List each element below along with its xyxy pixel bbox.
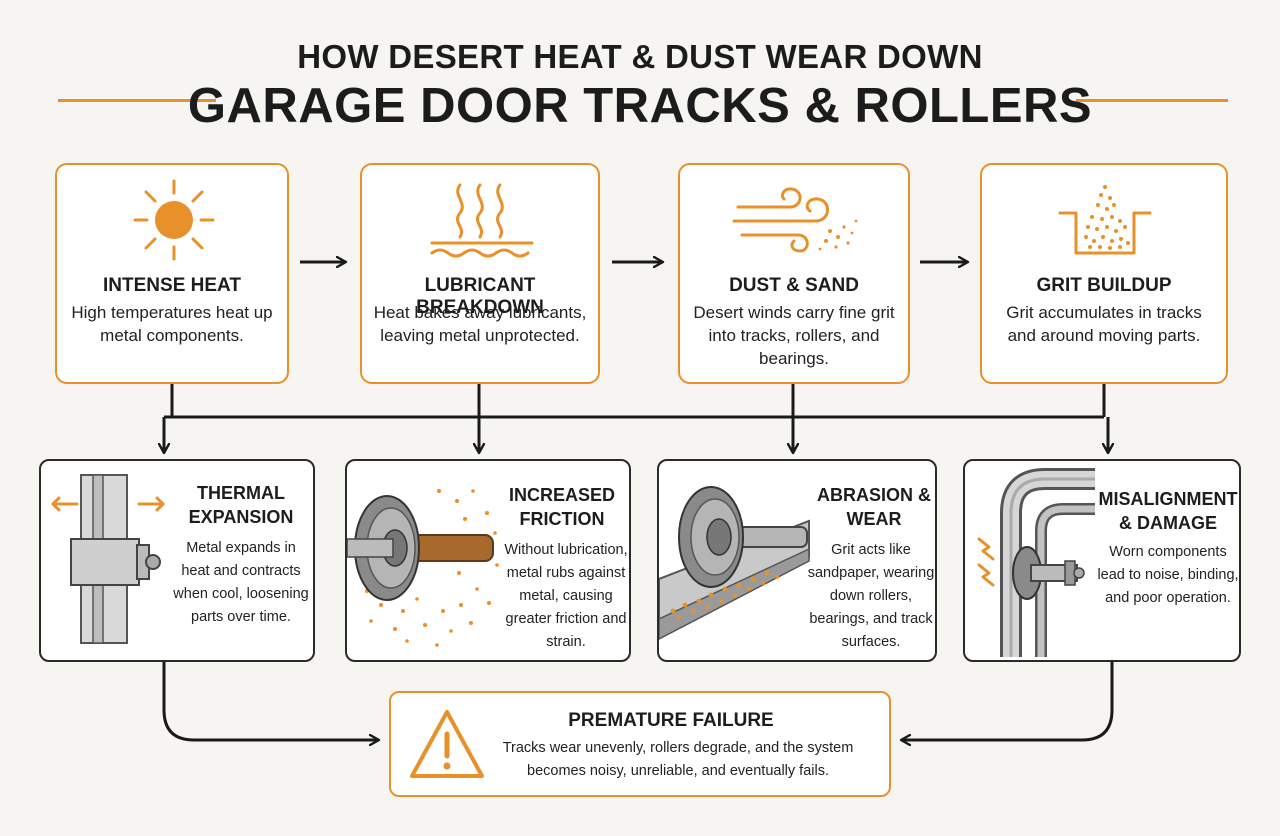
effect-card-increased-friction: INCREASED FRICTION Without lubrication, …: [345, 459, 631, 662]
heat-waves-icon: [430, 183, 534, 258]
cause-card-intense-heat: INTENSE HEAT High temperatures heat up m…: [55, 163, 289, 384]
cause-title: DUST & SAND: [729, 275, 859, 296]
main-title: GARAGE DOOR TRACKS & ROLLERS: [187, 79, 1093, 133]
result-card-premature-failure: PREMATURE FAILURE Tracks wear unevenly, …: [389, 691, 891, 797]
bent-track-illustration: [977, 468, 1095, 657]
warning-icon: [410, 710, 484, 778]
effect-card-abrasion-wear: ABRASION & WEAR Grit acts like sandpaper…: [657, 459, 937, 662]
cause-desc: Desert winds carry fine grit into tracks…: [693, 303, 895, 368]
title-rule-right: [1076, 99, 1228, 102]
effect-title: ABRASION & WEAR: [816, 485, 931, 529]
effect-desc: Metal expands in heat and contracts when…: [173, 540, 309, 625]
effect-card-thermal-expansion: THERMAL EXPANSION Metal expands in heat …: [39, 459, 315, 662]
effect-desc: Grit acts like sandpaper, wearing down r…: [807, 542, 935, 650]
result-title: PREMATURE FAILURE: [568, 710, 774, 731]
effect-title: MISALIGNMENT & DAMAGE: [1098, 489, 1238, 533]
effect-title: THERMAL EXPANSION: [188, 483, 294, 527]
cause-desc: High temperatures heat up metal componen…: [71, 303, 273, 345]
cause-title: INTENSE HEAT: [103, 275, 241, 296]
cause-title: GRIT BUILDUP: [1036, 275, 1172, 296]
expanding-track-illustration: [51, 474, 165, 644]
cause-title: LUBRICANT BREAKDOWN: [416, 275, 544, 318]
cause-card-dust-sand: DUST & SAND Desert winds carry fine grit…: [678, 163, 910, 384]
cause-desc: Heat bakes away lubricants, leaving meta…: [373, 303, 587, 345]
wind-dust-icon: [732, 187, 858, 253]
effect-desc: Without lubrication, metal rubs against …: [504, 542, 628, 650]
effect-card-misalignment-damage: MISALIGNMENT & DAMAGE Worn components le…: [963, 459, 1241, 662]
effect-title: INCREASED FRICTION: [508, 485, 615, 529]
roller-friction-illustration: [347, 489, 499, 647]
roller-grit-illustration: [659, 486, 810, 640]
result-desc: Tracks wear unevenly, rollers degrade, a…: [502, 740, 854, 779]
cause-card-lubricant-breakdown: LUBRICANT BREAKDOWN Heat bakes away lubr…: [360, 163, 600, 384]
grit-container-icon: [1058, 185, 1152, 255]
sun-icon: [133, 179, 215, 261]
effect-desc: Worn components lead to noise, binding, …: [1097, 544, 1239, 606]
title-rule-left: [58, 99, 216, 102]
cause-desc: Grit accumulates in tracks and around mo…: [1006, 303, 1202, 345]
title-line-1: HOW DESERT HEAT & DUST WEAR DOWN: [297, 38, 983, 75]
cause-card-grit-buildup: GRIT BUILDUP Grit accumulates in tracks …: [980, 163, 1228, 384]
